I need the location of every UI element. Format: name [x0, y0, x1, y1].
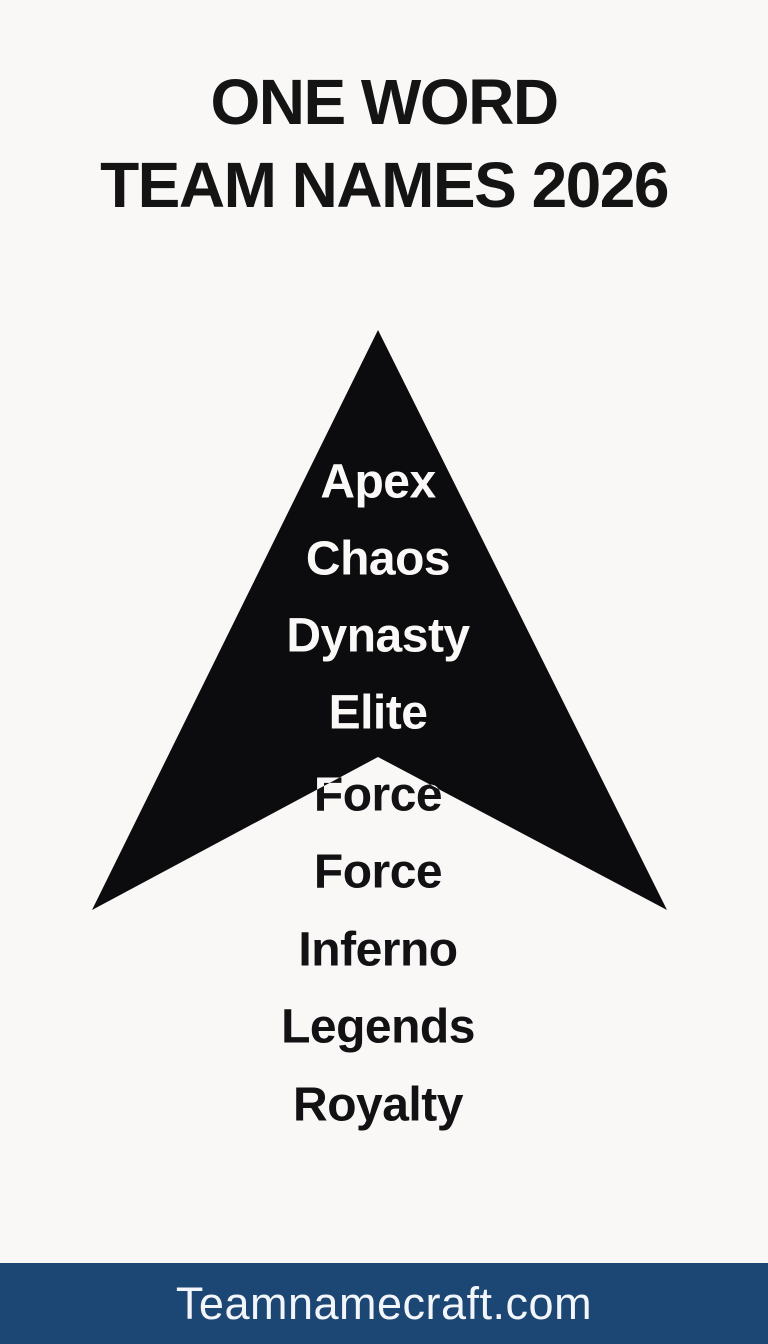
team-name-dynasty: Dynasty — [286, 609, 470, 663]
team-name-inferno: Inferno — [298, 923, 458, 977]
team-name-chaos: Chaos — [305, 532, 451, 586]
title-line-1: ONE WORD — [210, 66, 559, 138]
team-name-legends: Legends — [281, 1000, 475, 1054]
team-name-elite: Elite — [328, 686, 428, 740]
title-line-2: TEAM NAMES 2026 — [100, 149, 669, 221]
team-name-force-2: Force — [313, 845, 443, 899]
page-title: ONE WORD TEAM NAMES 2026 — [0, 61, 768, 227]
website-text: Teamnamecraft.com — [175, 1277, 593, 1329]
team-name-force-1: Force — [313, 768, 443, 822]
team-name-apex: Apex — [320, 455, 436, 509]
footer-banner: Teamnamecraft.com — [0, 1263, 768, 1344]
team-name-royalty: Royalty — [293, 1078, 463, 1132]
